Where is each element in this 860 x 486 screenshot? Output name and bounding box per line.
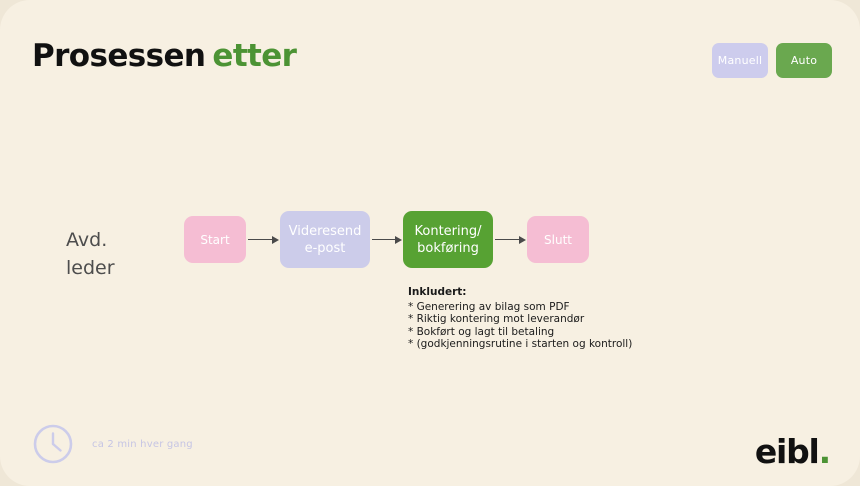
included-item: * (godkjenningsrutine i starten og kontr… xyxy=(408,338,633,351)
included-item: * Bokført og lagt til betaling xyxy=(408,325,555,338)
included-item: * Riktig kontering mot leverandør xyxy=(408,313,585,326)
brand-logo-dot: . xyxy=(818,432,832,471)
duration-text: ca 2 min hver gang xyxy=(92,438,193,450)
included-item: * Generering av bilag som PDF xyxy=(408,300,570,313)
flow-node-forward-email[interactable]: Videresend e-post xyxy=(280,211,370,268)
mode-button-auto[interactable]: Auto xyxy=(776,43,832,78)
swimlane-label: Avd. leder xyxy=(66,229,115,279)
clock-icon xyxy=(33,424,73,464)
mode-toggle-group: Manuell Auto xyxy=(712,43,832,78)
flow-arrow-forward-to-posting xyxy=(372,235,403,245)
flow-node-posting[interactable]: Kontering/ bokføring xyxy=(403,211,493,268)
included-heading: Inkludert: xyxy=(408,286,467,298)
arrow-shaft xyxy=(248,239,273,241)
arrow-shaft xyxy=(372,239,396,241)
brand-logo-text: eibl xyxy=(754,432,820,471)
included-notes: Inkludert: * Generering av bilag som PDF… xyxy=(408,286,632,351)
brand-logo: eibl. xyxy=(754,432,832,471)
arrow-shaft xyxy=(495,239,520,241)
arrow-head-icon xyxy=(272,235,279,244)
footer-duration: ca 2 min hver gang xyxy=(32,423,193,465)
arrow-head-icon xyxy=(395,235,402,244)
flow-arrow-start-to-forward xyxy=(248,235,280,245)
flow-arrow-posting-to-end xyxy=(495,235,527,245)
page-title-primary: Prosessen xyxy=(32,38,206,74)
flow-node-end[interactable]: Slutt xyxy=(527,216,589,263)
mode-button-manuell[interactable]: Manuell xyxy=(712,43,768,78)
flow-node-start[interactable]: Start xyxy=(184,216,246,263)
page-title-accent: etter xyxy=(212,38,297,74)
arrow-head-icon xyxy=(519,235,526,244)
